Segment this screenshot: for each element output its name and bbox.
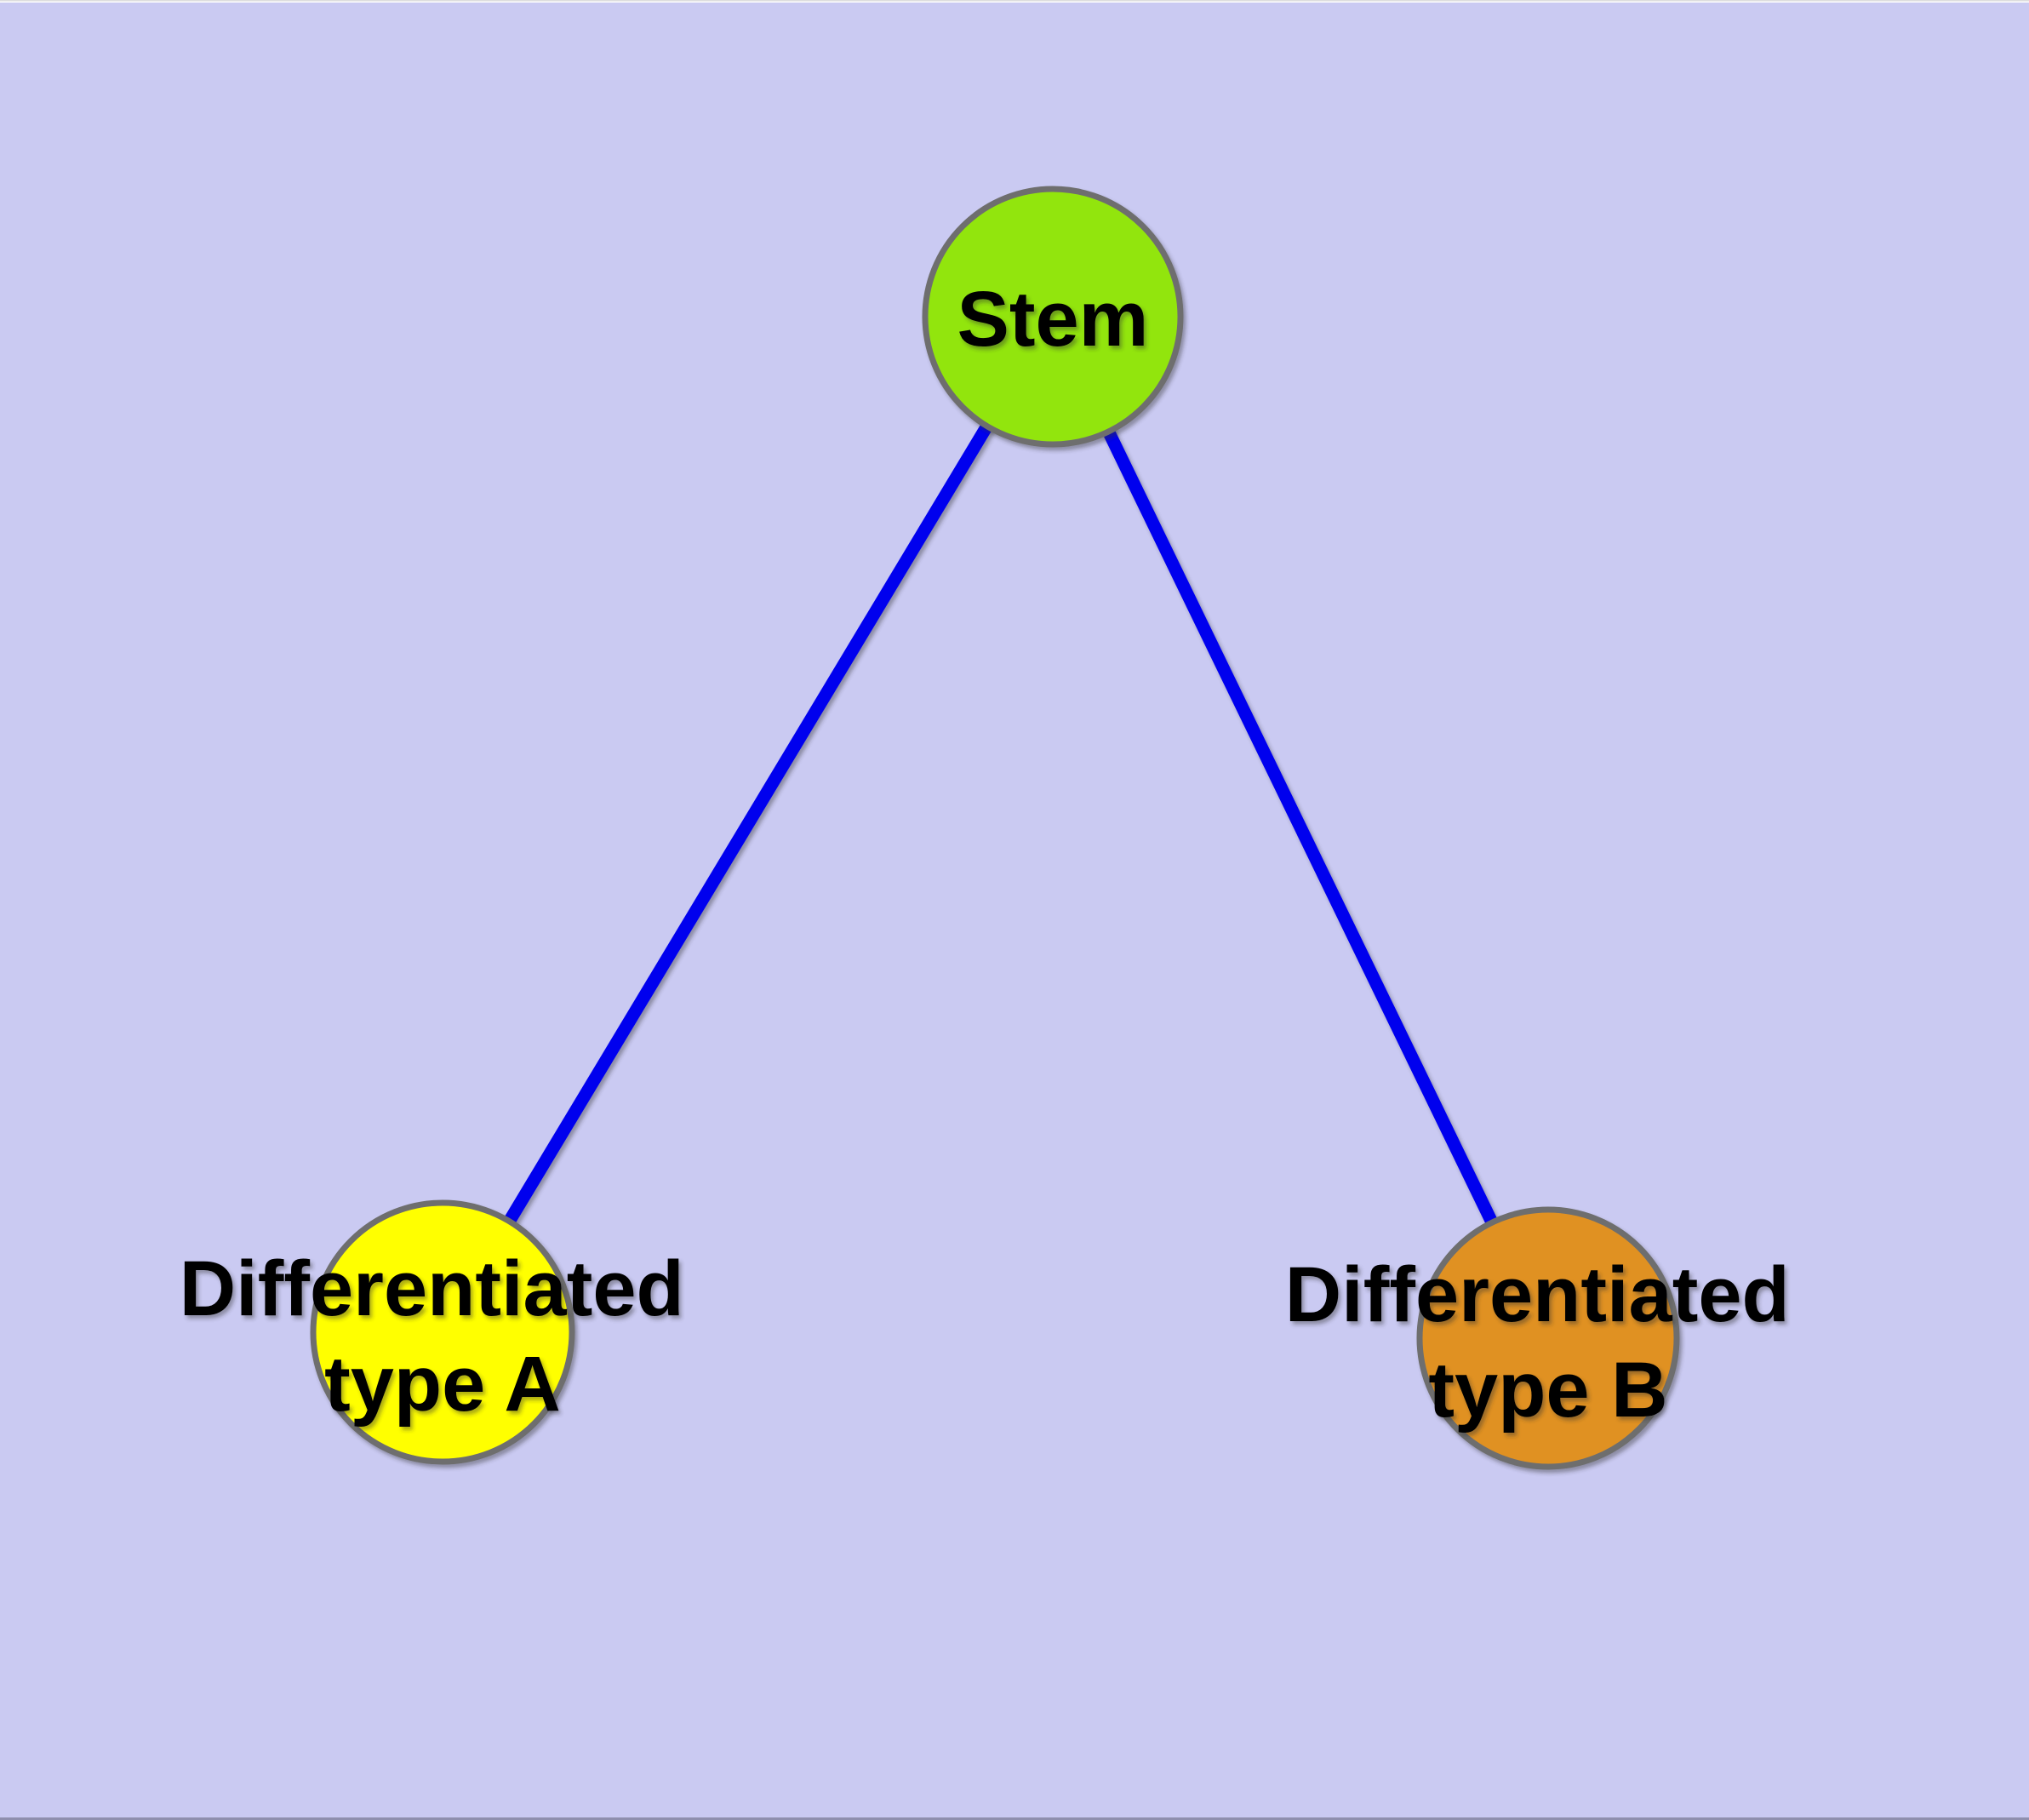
node-differentiated-type-a-label: Differentiated type A [180, 1245, 706, 1428]
edge-stem-to-differentiated-type-b [1047, 313, 1554, 1342]
window-top-hairline [0, 0, 2029, 2]
node-stem: Stem [922, 186, 1184, 448]
node-differentiated-type-b-circle [1416, 1206, 1680, 1470]
node-differentiated-type-a-label-line1: Differentiated [180, 1245, 684, 1332]
window-bottom-line [0, 1817, 2029, 1820]
node-differentiated-type-a-label-line2: type A [324, 1341, 561, 1428]
node-differentiated-type-b: Differentiated type B [1285, 1206, 1812, 1470]
node-differentiated-type-b-label-line1: Differentiated [1285, 1251, 1790, 1338]
node-differentiated-type-b-label: Differentiated type B [1285, 1251, 1812, 1434]
node-differentiated-type-a: Differentiated type A [180, 1199, 706, 1465]
node-stem-circle [922, 186, 1184, 448]
node-differentiated-type-b-label-line2: type B [1428, 1347, 1667, 1434]
edge-stem-to-differentiated-type-a [437, 313, 1059, 1336]
node-stem-label: Stem [957, 276, 1149, 363]
node-differentiated-type-a-circle [310, 1199, 575, 1465]
